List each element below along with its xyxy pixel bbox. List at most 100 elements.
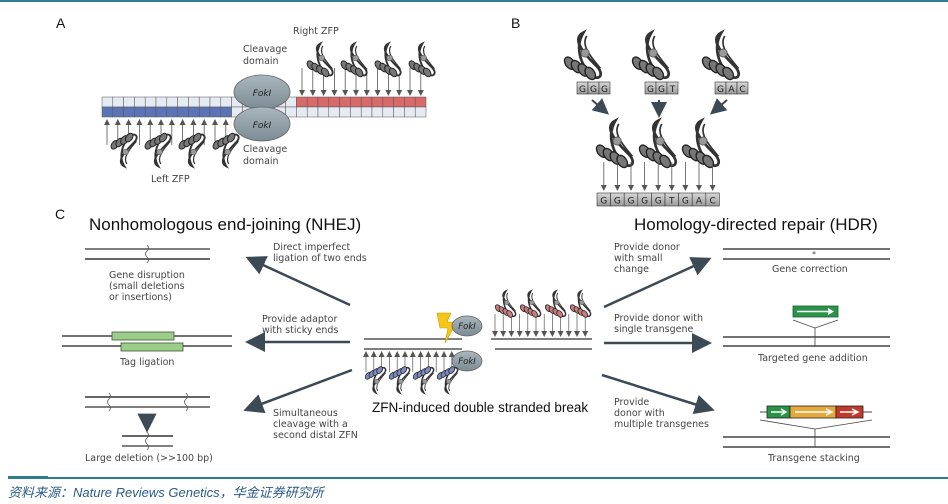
- foki-bottom-a-label: FokI: [253, 121, 272, 131]
- base-letter: G: [641, 197, 648, 207]
- dna-base-bottom: [112, 106, 124, 118]
- base-letter: G: [717, 85, 724, 95]
- dna-base-bottom: [296, 106, 308, 118]
- arrow-to-transgene-stacking: [601, 373, 715, 415]
- dna-base-top: [144, 96, 157, 108]
- dna-base-top: [166, 96, 178, 108]
- dna-base-top: [404, 96, 416, 108]
- panel-a-zfps: [104, 41, 436, 169]
- dna-base-top: [306, 96, 319, 108]
- bottom-rule: [8, 477, 948, 479]
- zinc-finger-icon: [306, 41, 334, 78]
- base-letter: G: [647, 85, 654, 95]
- base-box: [736, 81, 749, 95]
- dna-base-top: [134, 96, 146, 108]
- dna-base-top: [177, 96, 189, 108]
- dna-base-top: [101, 96, 114, 108]
- dna-base-top: [328, 96, 340, 108]
- cleavage-domain-top-line1: Cleavage: [243, 44, 288, 55]
- zinc-finger-icon: [212, 132, 240, 169]
- zinc-finger-icon: [519, 289, 542, 318]
- arrow-to-gene-disruption: [245, 256, 351, 307]
- panel-b-letter: B: [511, 15, 521, 31]
- large-deletion-graphic: [85, 392, 210, 451]
- zinc-finger-icon: [144, 132, 172, 169]
- base-letter: C: [739, 85, 745, 95]
- zfn-break-graphic: FokI FokI: [363, 289, 592, 395]
- nhej-title: Nonhomologous end-joining (NHEJ): [89, 215, 362, 234]
- dna-base-top: [198, 96, 211, 108]
- base-letter: T: [668, 197, 675, 207]
- zinc-finger-icon: [408, 41, 436, 78]
- bottom-rule-accent: [8, 476, 48, 479]
- dna-base-bottom: [177, 106, 189, 118]
- arrow-to-gene-correction: [603, 257, 712, 309]
- base-letter: G: [682, 197, 689, 207]
- foki-bottom-a: [233, 106, 291, 142]
- base-letter: G: [601, 85, 608, 95]
- dna-base-top: [296, 96, 308, 108]
- foki-top-a-label: FokI: [253, 89, 272, 99]
- zinc-finger-icon: [638, 117, 678, 169]
- base-letter: G: [658, 85, 665, 95]
- dna-base-bottom: [144, 106, 157, 118]
- dna-base-top: [414, 96, 427, 108]
- zinc-finger-icon: [364, 366, 387, 395]
- dna-base-bottom: [198, 106, 211, 118]
- dna-base-top: [360, 96, 373, 108]
- tag-ligation-graphic: [62, 331, 232, 352]
- nhej-path-3-label: Simultaneous cleavage with a second dist…: [273, 408, 358, 441]
- zinc-finger-icon: [388, 366, 411, 395]
- left-zfp-label: Left ZFP: [151, 174, 190, 185]
- base-letter: G: [628, 197, 635, 207]
- gene-disruption-label: Gene disruption (small deletions or inse…: [109, 270, 185, 303]
- zinc-finger-icon: [681, 117, 721, 169]
- base-letter: G: [655, 197, 662, 207]
- arrow-to-large-deletion: [243, 368, 353, 414]
- nhej-path-2-label: Provide adaptor with sticky ends: [262, 314, 339, 336]
- large-deletion-label: Large deletion (>>100 bp): [85, 453, 213, 464]
- dna-base-bottom: [360, 106, 373, 118]
- dna-base-top: [393, 96, 405, 108]
- nhej-path-1-label: Direct imperfect ligation of two ends: [273, 242, 367, 264]
- zinc-finger-icon: [436, 366, 459, 395]
- base-letter: G: [614, 197, 621, 207]
- dna-base-top: [123, 96, 135, 108]
- dna-base-top: [382, 96, 394, 108]
- dna-base-bottom: [339, 106, 351, 118]
- zinc-finger-icon: [701, 29, 741, 81]
- hdr-path-3-label: Provide donor with multiple transgenes: [614, 397, 709, 430]
- dna-base-bottom: [404, 106, 416, 118]
- targeted-gene-addition-label: Targeted gene addition: [758, 353, 868, 364]
- top-rule: [0, 0, 948, 2]
- zinc-finger-icon: [595, 117, 635, 169]
- dna-base-bottom: [350, 106, 362, 118]
- right-zfp-label: Right ZFP: [293, 26, 339, 37]
- zinc-finger-icon: [569, 289, 592, 318]
- base-letter: G: [579, 85, 586, 95]
- zinc-finger-icon: [340, 41, 368, 78]
- base-box: [666, 81, 679, 95]
- cleavage-domain-bottom-line1: Cleavage: [243, 144, 288, 155]
- base-box: [598, 81, 611, 95]
- dna-base-bottom: [317, 106, 330, 118]
- hdr-path-2-label: Provide donor with single transgene: [614, 313, 703, 335]
- dna-base-bottom: [101, 106, 114, 118]
- lightning-icon: [436, 312, 458, 344]
- dna-base-bottom: [382, 106, 394, 118]
- foki-top-c-label: FokI: [458, 322, 476, 332]
- zinc-finger-icon: [544, 289, 567, 318]
- gene-disruption-graphic: [85, 244, 210, 264]
- dna-base-bottom: [188, 106, 200, 118]
- zinc-finger-icon: [110, 132, 138, 169]
- dna-base-bottom: [414, 106, 427, 118]
- dna-base-bottom: [209, 106, 222, 118]
- dna-base-top: [350, 96, 362, 108]
- zinc-finger-icon: [178, 132, 206, 169]
- gene-correction-graphic: *: [723, 248, 890, 260]
- dna-base-top: [339, 96, 351, 108]
- base-letter: G: [600, 197, 607, 207]
- hdr-path-1-label: Provide donor with small change: [614, 242, 680, 275]
- zinc-finger-icon: [374, 41, 402, 78]
- dna-base-bottom: [285, 106, 297, 118]
